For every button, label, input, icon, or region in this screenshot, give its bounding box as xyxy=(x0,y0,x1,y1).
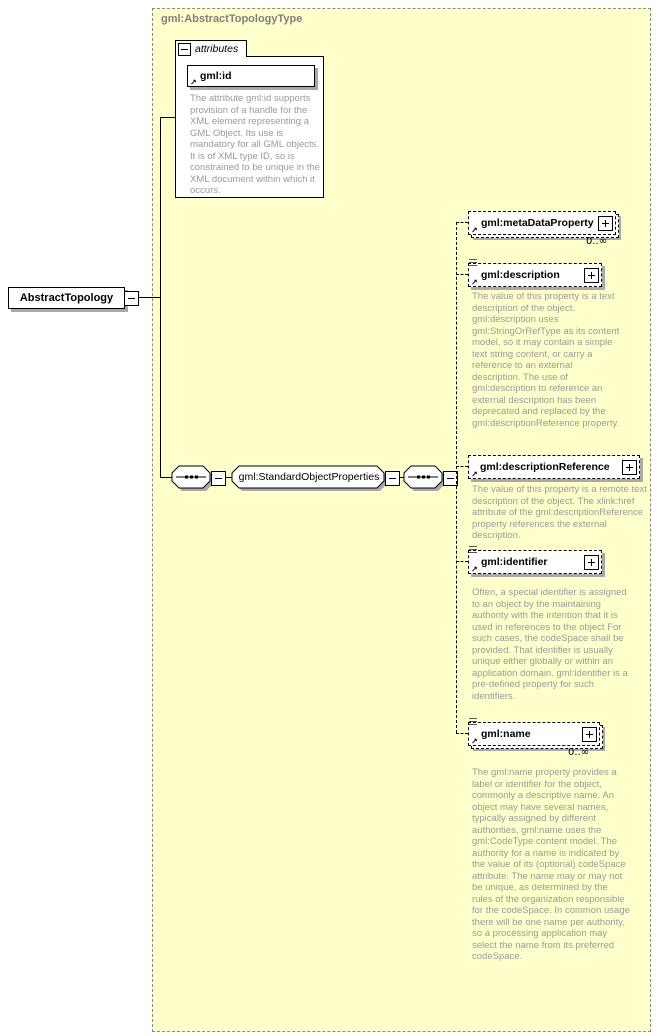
attributes-group-box: gml:id ↗ The attribute gml:id supports p… xyxy=(175,56,324,198)
connector-line xyxy=(399,477,405,478)
attribute-doc: The attribute gml:id supports provision … xyxy=(190,93,320,196)
element-name: gml:description xyxy=(481,269,560,281)
optional-connector-line xyxy=(456,222,457,733)
element-gml-metadataproperty[interactable]: gml:metaDataProperty ↗ xyxy=(468,211,616,235)
reference-arrow-icon: ↗ xyxy=(471,278,478,287)
element-name: gml:identifier xyxy=(481,556,548,568)
element-gml-descriptionreference[interactable]: gml:descriptionReference ↗ xyxy=(468,455,640,479)
optional-connector-line xyxy=(456,733,468,734)
element-name: gml:descriptionReference xyxy=(480,461,610,473)
annotation-icon xyxy=(469,259,477,267)
group-gml-standardobjectproperties[interactable] xyxy=(231,465,393,495)
expand-toggle[interactable] xyxy=(598,216,613,231)
cardinality-label: 0..∞ xyxy=(586,236,608,247)
element-abstracttopology[interactable]: AbstractTopology xyxy=(8,287,125,309)
reference-arrow-icon: ↗ xyxy=(471,226,478,235)
reference-arrow-icon: ↗ xyxy=(190,78,197,87)
expand-toggle[interactable] xyxy=(582,727,597,742)
sequence2-collapse-toggle[interactable] xyxy=(443,471,458,486)
abstracttopology-collapse-toggle[interactable] xyxy=(124,291,139,306)
expand-toggle[interactable] xyxy=(622,460,637,475)
element-gml-identifier[interactable]: gml:identifier ↗ xyxy=(468,546,602,574)
complex-type-title: gml:AbstractTopologyType xyxy=(161,13,303,25)
attributes-tab[interactable]: attributes xyxy=(175,40,247,57)
optional-connector-line xyxy=(456,222,468,223)
expand-toggle[interactable] xyxy=(584,555,599,570)
sequence-compositor-icon[interactable] xyxy=(403,465,449,495)
attribute-gml-id[interactable]: gml:id ↗ xyxy=(187,65,315,87)
connector-line xyxy=(160,117,161,478)
reference-arrow-icon: ↗ xyxy=(471,737,478,746)
connector-line xyxy=(160,117,175,118)
reference-arrow-icon: ↗ xyxy=(471,565,478,574)
element-name: gml:name xyxy=(481,728,531,740)
connector-line xyxy=(225,477,232,478)
collapse-toggle[interactable] xyxy=(178,43,191,56)
element-doc: Often, a special identifier is assigned … xyxy=(472,587,628,702)
element-doc: The value of this property is a remote t… xyxy=(472,484,647,541)
sequence-compositor-icon[interactable] xyxy=(171,465,217,495)
annotation-icon xyxy=(469,718,477,726)
attribute-name: gml:id xyxy=(200,70,232,82)
element-name: gml:metaDataProperty xyxy=(481,217,594,229)
optional-connector-line xyxy=(456,466,468,467)
element-gml-description[interactable]: gml:description ↗ xyxy=(468,259,602,287)
cardinality-label: 0..∞ xyxy=(568,747,590,758)
element-doc: The value of this property is a text des… xyxy=(472,291,620,429)
attributes-label: attributes xyxy=(195,43,239,55)
optional-connector-line xyxy=(456,274,468,275)
connector-line xyxy=(138,297,161,298)
connector-line xyxy=(160,477,172,478)
element-doc: The gml:name property provides a label o… xyxy=(472,767,630,962)
group-ref-label: gml:StandardObjectProperties xyxy=(238,471,380,483)
element-gml-name[interactable]: gml:name ↗ xyxy=(468,718,600,746)
annotation-icon xyxy=(469,546,477,554)
group-collapse-toggle[interactable] xyxy=(385,471,400,486)
expand-toggle[interactable] xyxy=(584,268,599,283)
element-abstracttopology-label: AbstractTopology xyxy=(19,292,114,304)
optional-connector-line xyxy=(456,561,468,562)
sequence-collapse-toggle[interactable] xyxy=(211,471,226,486)
reference-arrow-icon: ↗ xyxy=(471,470,478,479)
